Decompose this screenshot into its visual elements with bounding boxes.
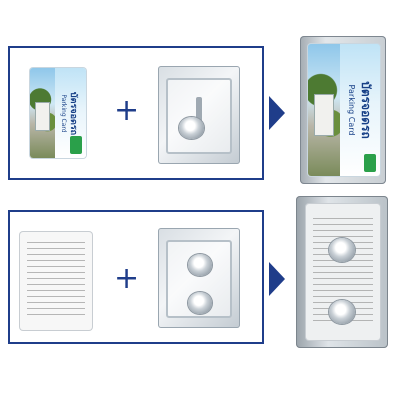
holder-knob [179,116,204,139]
arrow-right-icon [269,96,285,130]
step-panel-front: บัตรจอดรถ Parking Card + [8,46,264,180]
holder-frame [166,77,232,155]
card-scenery [308,44,340,176]
plus-icon: + [114,93,140,128]
assembled-parking-card: บัตรจอดรถ Parking Card [308,44,380,176]
card-title: บัตรจอดรถ [68,91,79,135]
card-logo [364,154,376,172]
card-subtitle: Parking Card [60,93,68,133]
card-back-text [27,241,85,321]
parking-card-front: บัตรจอดรถ Parking Card [30,68,86,158]
step-panel-back: + [8,210,264,344]
assembled-front-holder: บัตรจอดรถ Parking Card [300,36,386,184]
card-scenery [30,68,55,158]
parking-card-back [20,232,92,330]
card-subtitle: Parking Card [346,84,356,136]
suction-cup-top [187,254,213,276]
card-holder-clip [158,66,240,164]
assembled-back-holder [296,196,388,348]
card-title: บัตรจอดรถ [358,81,373,139]
suction-cup-top [329,238,355,262]
card-holder-suction [158,228,240,328]
holder-slot [195,97,203,123]
plus-icon: + [114,261,140,296]
suction-cup-bottom [329,300,355,324]
card-logo [70,136,82,154]
arrow-right-icon [269,262,285,296]
suction-cup-bottom [187,292,213,314]
